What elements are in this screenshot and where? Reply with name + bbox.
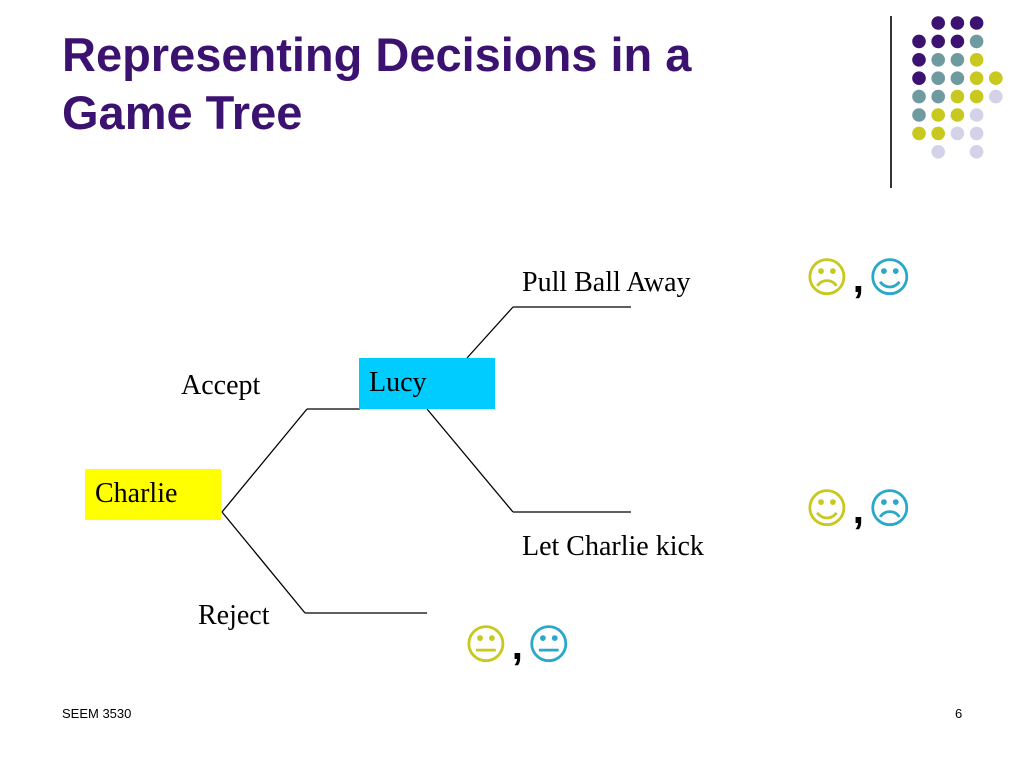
payoff-reject: 😐,😐: [464, 621, 571, 670]
decorative-dot: [931, 71, 945, 85]
title-line-2: Game Tree: [62, 86, 303, 139]
decorative-dot: [912, 89, 926, 104]
decorative-dot: [931, 145, 945, 159]
footer-course: SEEM 3530: [62, 706, 132, 721]
decorative-dot: [969, 145, 984, 159]
decorative-dot: [989, 89, 1003, 104]
sad-face-icon: ☹: [805, 253, 849, 302]
charlie-node: Charlie: [85, 469, 221, 520]
reject-label: Reject: [198, 600, 270, 631]
decorative-dot: [931, 16, 945, 30]
payoff-kick: ☺,☹: [805, 485, 912, 534]
decorative-dot: [912, 71, 926, 85]
edge-pull-diagonal: [466, 306, 514, 359]
decorative-dot: [950, 126, 965, 141]
decorative-dot-grid: [912, 16, 1003, 159]
lucy-node: Lucy: [359, 358, 495, 409]
decorative-dot: [969, 53, 984, 67]
neutral-face-icon: 😐: [464, 620, 508, 669]
decorative-dot: [969, 71, 984, 85]
decorative-dot: [912, 34, 926, 49]
decorative-dot: [969, 126, 984, 141]
decorative-dot: [950, 89, 965, 104]
decorative-dot: [969, 89, 984, 104]
sad-face-icon: ☹: [867, 484, 912, 533]
decorative-dot: [912, 53, 926, 67]
decorative-dot: [931, 108, 945, 122]
decorative-dot: [969, 34, 984, 49]
decorative-dot: [931, 89, 945, 104]
decorative-dot: [950, 34, 965, 49]
decorative-dot: [950, 16, 965, 30]
payoff-separator: ,: [852, 488, 864, 532]
let-charlie-kick-label: Let Charlie kick: [522, 531, 704, 562]
lucy-node-label: Lucy: [369, 367, 427, 398]
edge-kick-diagonal: [426, 408, 514, 513]
decorative-dot: [950, 53, 965, 67]
edge-accept-diagonal: [221, 408, 308, 513]
neutral-face-icon: 😐: [526, 620, 571, 669]
footer-page-number: 6: [955, 706, 963, 721]
decorative-dot: [931, 53, 945, 67]
decorative-dot: [931, 126, 945, 141]
payoff-separator: ,: [852, 257, 864, 301]
decorative-dot: [969, 108, 984, 122]
accept-label: Accept: [181, 370, 261, 401]
slide-title: Representing Decisions in a Game Tree: [62, 26, 862, 142]
decorative-dot: [950, 71, 965, 85]
smiley-face-icon: ☺: [805, 484, 849, 533]
payoff-separator: ,: [511, 624, 523, 668]
charlie-node-label: Charlie: [95, 478, 178, 509]
decorative-dot: [969, 16, 984, 30]
smiley-face-icon: ☺: [867, 253, 912, 302]
edge-reject-diagonal: [221, 511, 306, 614]
decorative-divider: [890, 16, 892, 188]
decorative-dot: [931, 34, 945, 49]
title-line-1: Representing Decisions in a: [62, 28, 692, 81]
decorative-dot: [950, 108, 965, 122]
pull-ball-away-label: Pull Ball Away: [522, 267, 691, 298]
decorative-dot: [989, 71, 1003, 85]
decorative-dot: [912, 126, 926, 141]
payoff-pull: ☹,☺: [805, 254, 912, 303]
decorative-dot: [912, 108, 926, 122]
